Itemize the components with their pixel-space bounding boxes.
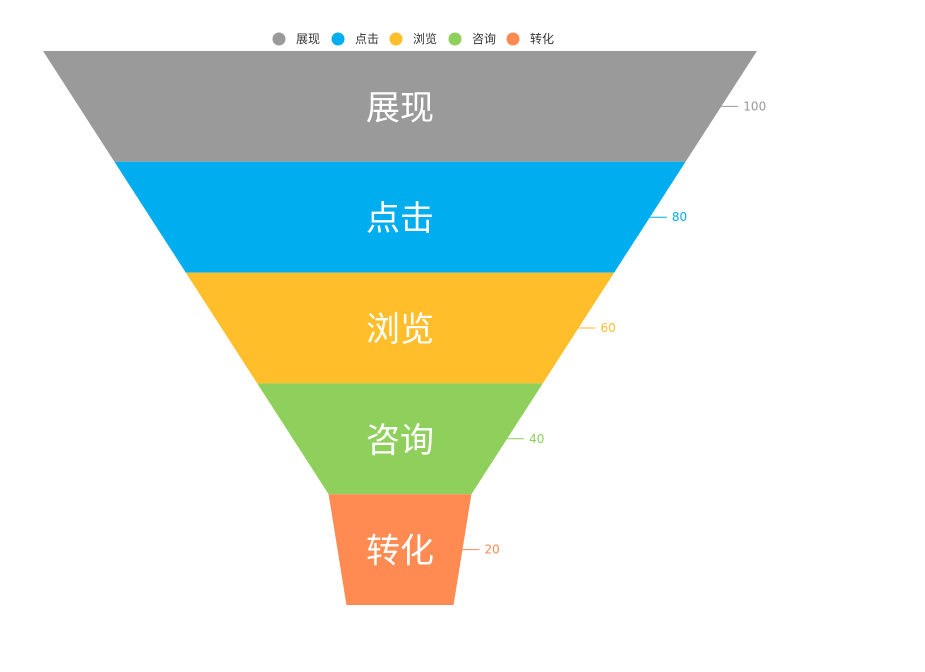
funnel-segment-label: 点击 [366,199,434,239]
value-label: 80 [672,210,687,224]
funnel-band [114,161,686,273]
legend-item[interactable]: 浏览 [389,31,438,46]
value-labels: 100 80 60 40 20 [462,99,766,557]
legend-item[interactable]: 点击 [331,32,380,46]
funnel-segment-label: 展现 [366,88,434,128]
funnel-band [257,383,543,495]
legend-label: 点击 [355,32,379,46]
legend-label: 咨询 [472,31,496,46]
legend-item[interactable]: 展现 [272,32,321,46]
legend-label: 展现 [296,32,320,46]
funnel-segment[interactable]: 转化 [328,494,472,605]
value-label: 20 [484,543,499,557]
legend-marker [448,32,462,46]
legend-marker [331,32,345,46]
value-label: 40 [529,432,544,446]
legend-marker [272,32,286,46]
funnel-segment-label: 咨询 [366,421,434,461]
legend: 展现 点击 浏览 咨询 转化 [272,31,555,46]
funnel-band [43,51,757,162]
funnel-segment[interactable]: 点击 [114,161,686,273]
funnel-band [185,272,615,384]
value-label: 100 [743,99,766,113]
funnel-segment[interactable]: 咨询 [257,383,543,495]
legend-label: 浏览 [413,31,437,46]
funnel-segment-label: 浏览 [366,310,434,350]
funnel-band [328,494,472,605]
value-label: 60 [601,321,616,335]
funnel-segment[interactable]: 展现 [43,51,757,162]
funnel-segment[interactable]: 浏览 [185,272,615,384]
legend-label: 转化 [530,31,554,46]
legend-item[interactable]: 咨询 [448,31,497,46]
legend-item[interactable]: 转化 [506,31,555,46]
legend-marker [389,32,403,46]
legend-marker [506,32,520,46]
funnel-segment-label: 转化 [366,532,434,572]
